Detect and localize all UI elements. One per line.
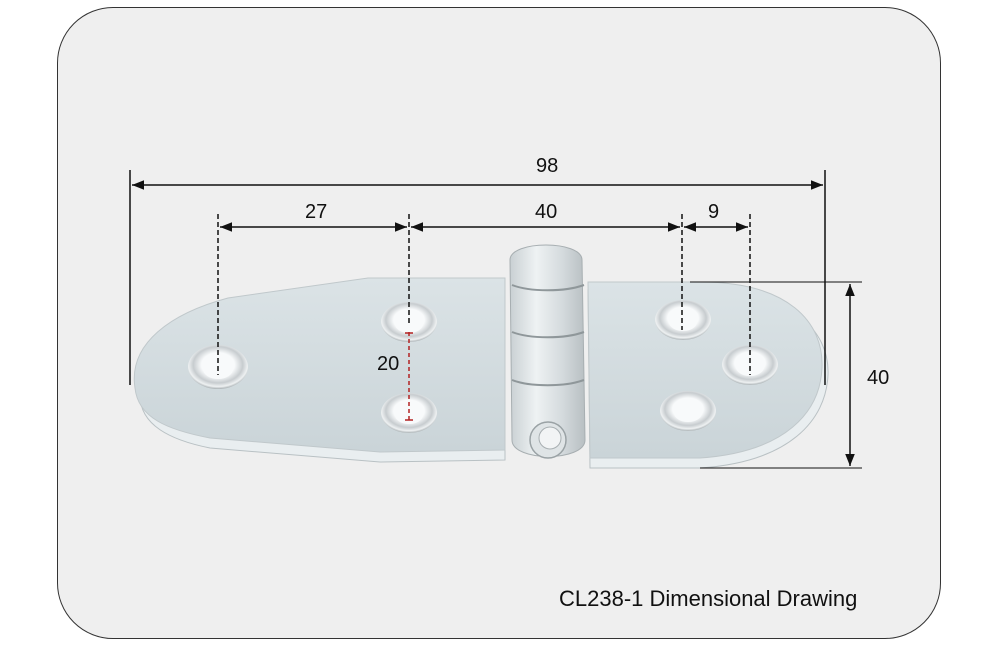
dimension-center-span: 40 xyxy=(411,201,680,232)
drawing-caption: CL238-1 Dimensional Drawing xyxy=(559,586,858,611)
dimension-overall-width: 40 xyxy=(845,284,889,466)
dimension-overall-length: 98 xyxy=(132,155,823,190)
dim-label-9: 9 xyxy=(708,201,719,223)
dim-label-27: 27 xyxy=(305,201,327,223)
right-leaf xyxy=(587,281,829,469)
dim-label-40-vertical: 40 xyxy=(867,367,889,389)
hinge-barrel xyxy=(509,244,586,459)
extension-lines xyxy=(129,170,862,469)
dim-label-20: 20 xyxy=(377,353,399,375)
dimension-right-offset: 9 xyxy=(684,201,748,232)
dim-label-40-horizontal: 40 xyxy=(535,201,557,223)
dimension-left-offset: 27 xyxy=(220,201,407,232)
dim-label-98: 98 xyxy=(536,155,558,177)
dimension-hole-spacing: 20 xyxy=(377,332,413,421)
